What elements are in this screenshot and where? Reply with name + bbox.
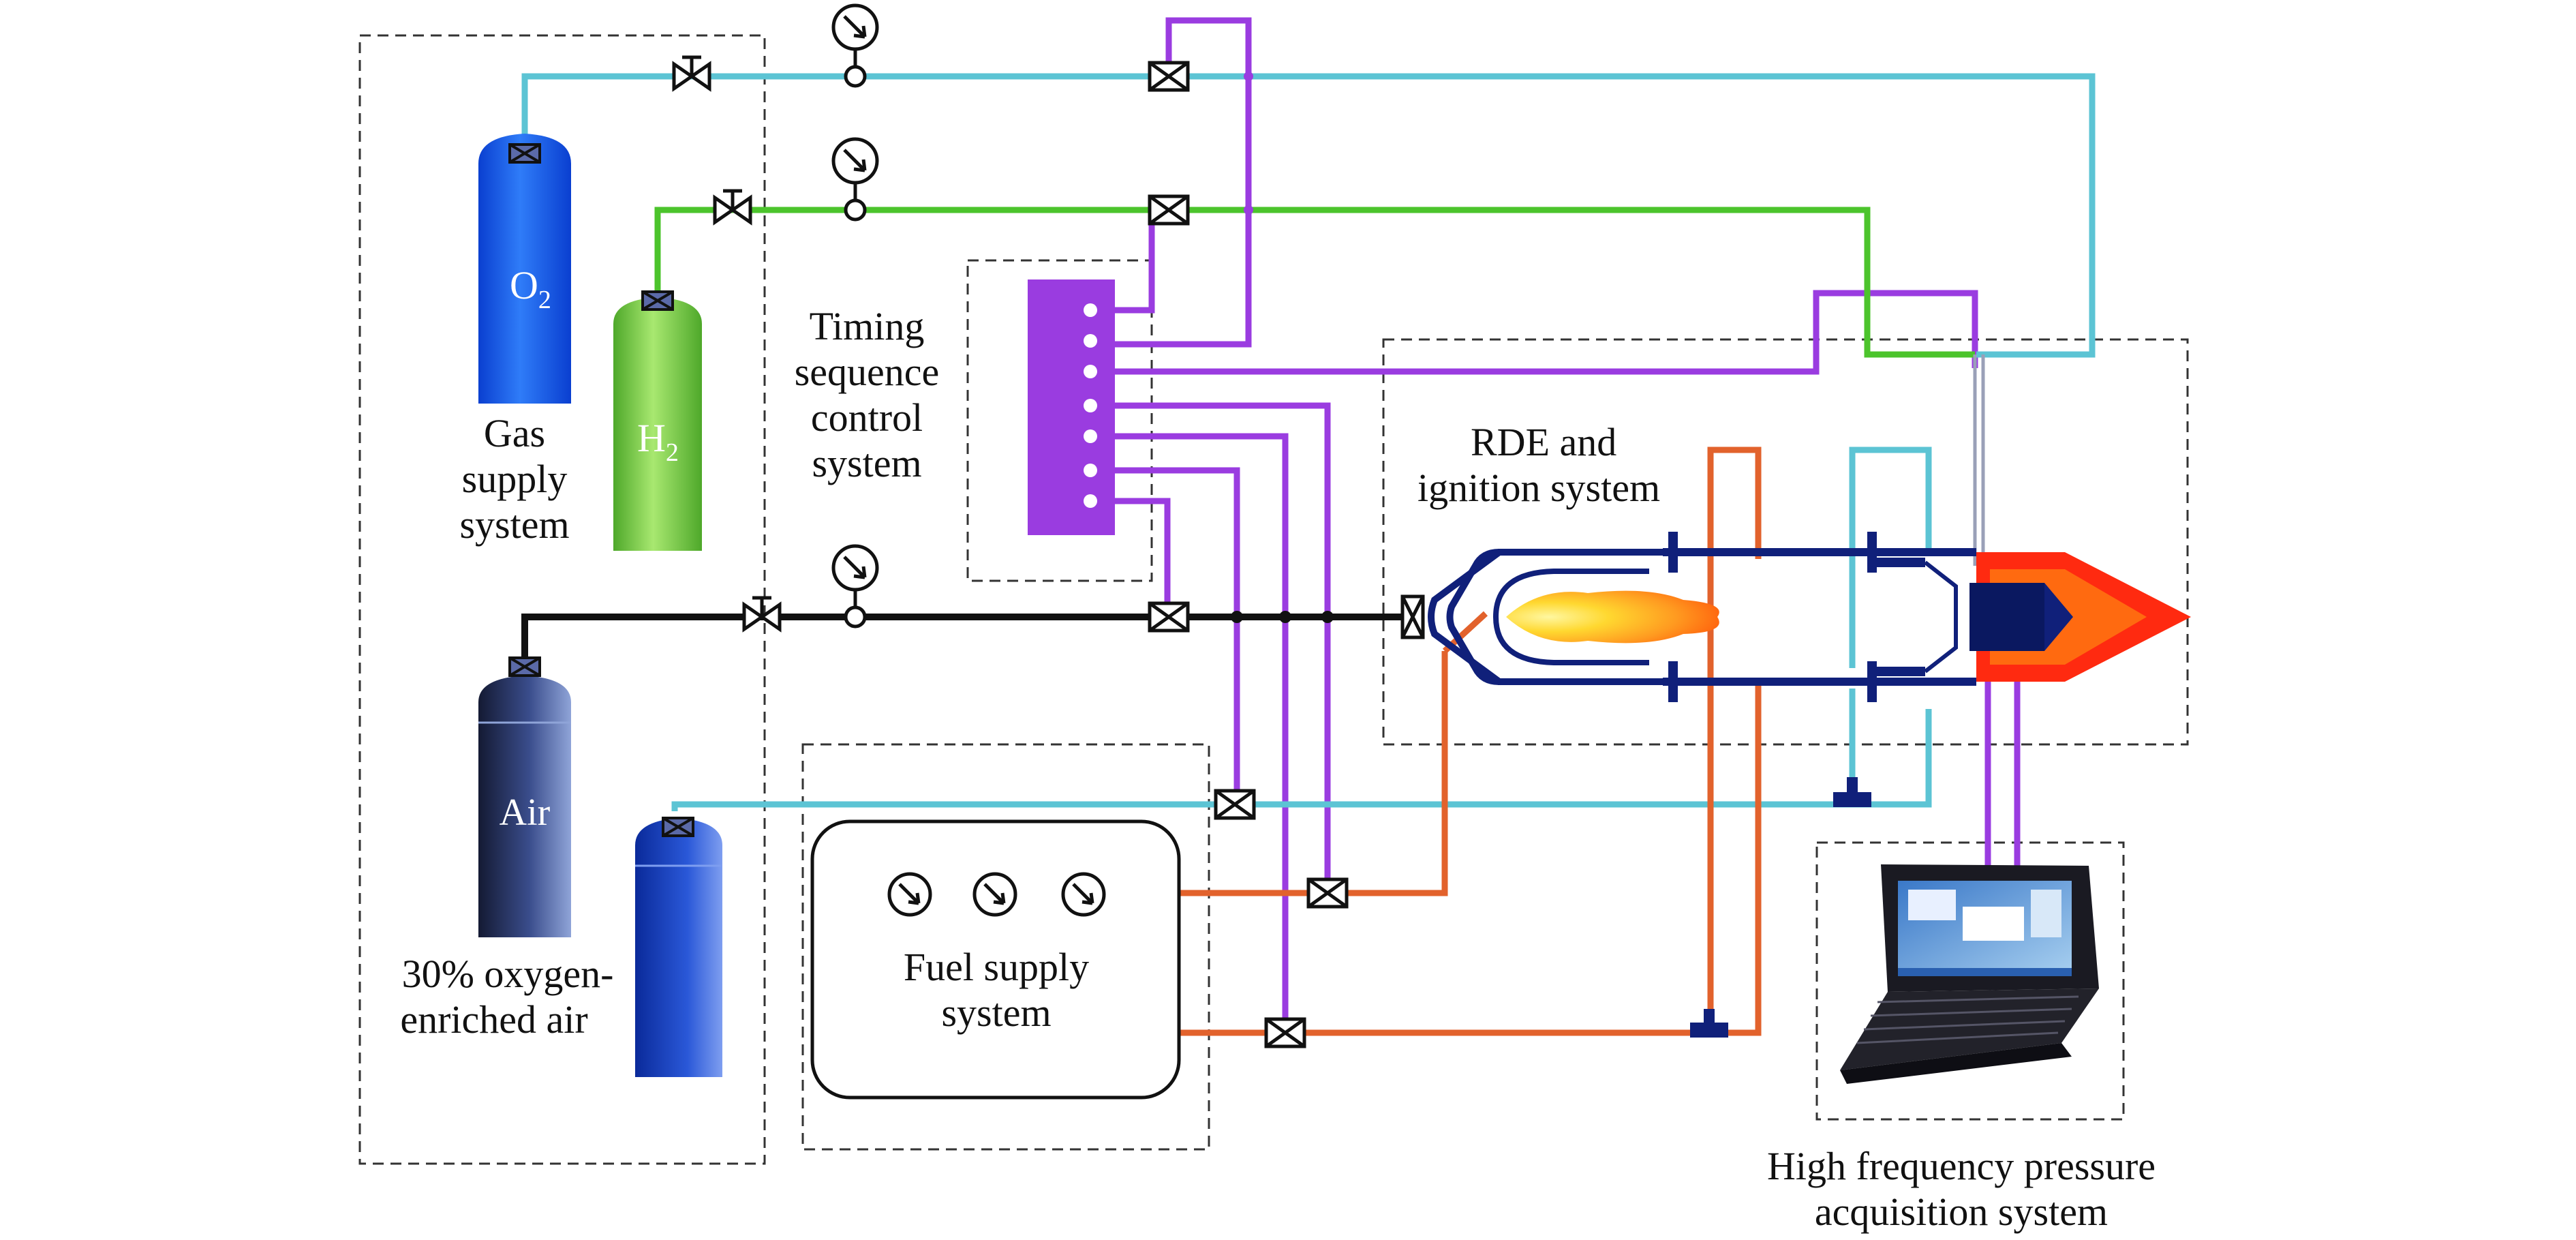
gas-supply-label: Gas supply system bbox=[459, 411, 569, 547]
svg-text:Gas: Gas bbox=[484, 411, 545, 455]
flame bbox=[1506, 590, 1719, 644]
gauge-hydrogen-icon bbox=[831, 137, 879, 222]
fuel-supply-box bbox=[801, 743, 1210, 1151]
solenoid-valve-oxygen bbox=[1148, 61, 1190, 92]
oxygen-lines bbox=[521, 73, 2096, 811]
daq-label: High frequency pressure acquisition syst… bbox=[1767, 1144, 2156, 1234]
hydrogen-bottle bbox=[613, 290, 702, 551]
solenoid-valve-air bbox=[1148, 601, 1190, 633]
air-line-taps bbox=[1231, 72, 1334, 623]
air-bottle bbox=[478, 656, 571, 937]
o2-bottle-label: O2 bbox=[510, 263, 551, 314]
rde-ignition-label: RDE and ignition system bbox=[1417, 420, 1660, 510]
solenoid-valve-hydrogen bbox=[1148, 194, 1190, 226]
timing-control-label: Timing sequence control system bbox=[795, 304, 940, 485]
tee-junctions bbox=[1690, 777, 1871, 1038]
gauge-oxygen-icon bbox=[831, 3, 879, 88]
svg-text:system: system bbox=[941, 991, 1051, 1035]
hydrogen-lines bbox=[654, 207, 1975, 358]
fuel-supply-label: Fuel supply system bbox=[904, 945, 1089, 1035]
fuel-gauge-1-icon bbox=[887, 872, 932, 917]
gas-supply-box bbox=[358, 34, 766, 1165]
centerbody bbox=[1969, 583, 2044, 651]
valve-oxygen bbox=[672, 55, 711, 92]
svg-text:acquisition system: acquisition system bbox=[1815, 1190, 2108, 1234]
air-bottle-label: Air bbox=[500, 791, 551, 834]
svg-text:ignition system: ignition system bbox=[1417, 466, 1660, 510]
oxygen-injection-tube bbox=[1973, 354, 1985, 566]
svg-text:system: system bbox=[812, 441, 921, 485]
oxygen-enriched-air-label: 30% oxygen- enriched air bbox=[400, 952, 613, 1042]
timing-controller-unit bbox=[1028, 279, 1115, 535]
svg-text:supply: supply bbox=[462, 457, 568, 501]
daq-laptop-icon bbox=[1840, 864, 2099, 1084]
solenoid-valve-fuel-1 bbox=[1306, 877, 1349, 909]
svg-text:sequence: sequence bbox=[795, 350, 940, 394]
svg-text:system: system bbox=[459, 502, 569, 547]
air-line bbox=[521, 614, 1416, 675]
svg-text:RDE and: RDE and bbox=[1471, 420, 1616, 464]
svg-text:Timing: Timing bbox=[810, 304, 925, 348]
fuel-lines bbox=[1179, 447, 1762, 1036]
svg-text:enriched air: enriched air bbox=[400, 997, 587, 1042]
oxygen-bottle bbox=[478, 134, 571, 404]
daq-box bbox=[1815, 841, 2125, 1121]
gauge-air-icon bbox=[831, 544, 879, 629]
solenoid-valves bbox=[1148, 61, 1425, 1048]
solenoid-valve-oea bbox=[1214, 789, 1256, 820]
fuel-gauge-3-icon bbox=[1061, 872, 1106, 917]
svg-text:High frequency pressure: High frequency pressure bbox=[1767, 1144, 2156, 1188]
svg-text:Fuel supply: Fuel supply bbox=[904, 945, 1089, 989]
timing-control-box bbox=[966, 259, 1153, 582]
control-lines bbox=[1090, 17, 2021, 1033]
valve-hydrogen bbox=[713, 189, 752, 226]
rde-ignition-box bbox=[1382, 338, 2189, 746]
fuel-supply-unit bbox=[810, 819, 1181, 1100]
h2-bottle-label: H2 bbox=[637, 416, 679, 467]
valve-air bbox=[742, 596, 782, 633]
svg-text:30% oxygen-: 30% oxygen- bbox=[402, 952, 614, 996]
oxygen-enriched-air-bottle bbox=[635, 817, 722, 1077]
fuel-gauge-2-icon bbox=[972, 872, 1017, 917]
rde-engine bbox=[1428, 532, 2191, 702]
svg-text:control: control bbox=[811, 395, 923, 440]
solenoid-valve-rde-inlet bbox=[1400, 594, 1425, 639]
solenoid-valve-fuel-2 bbox=[1264, 1017, 1306, 1048]
